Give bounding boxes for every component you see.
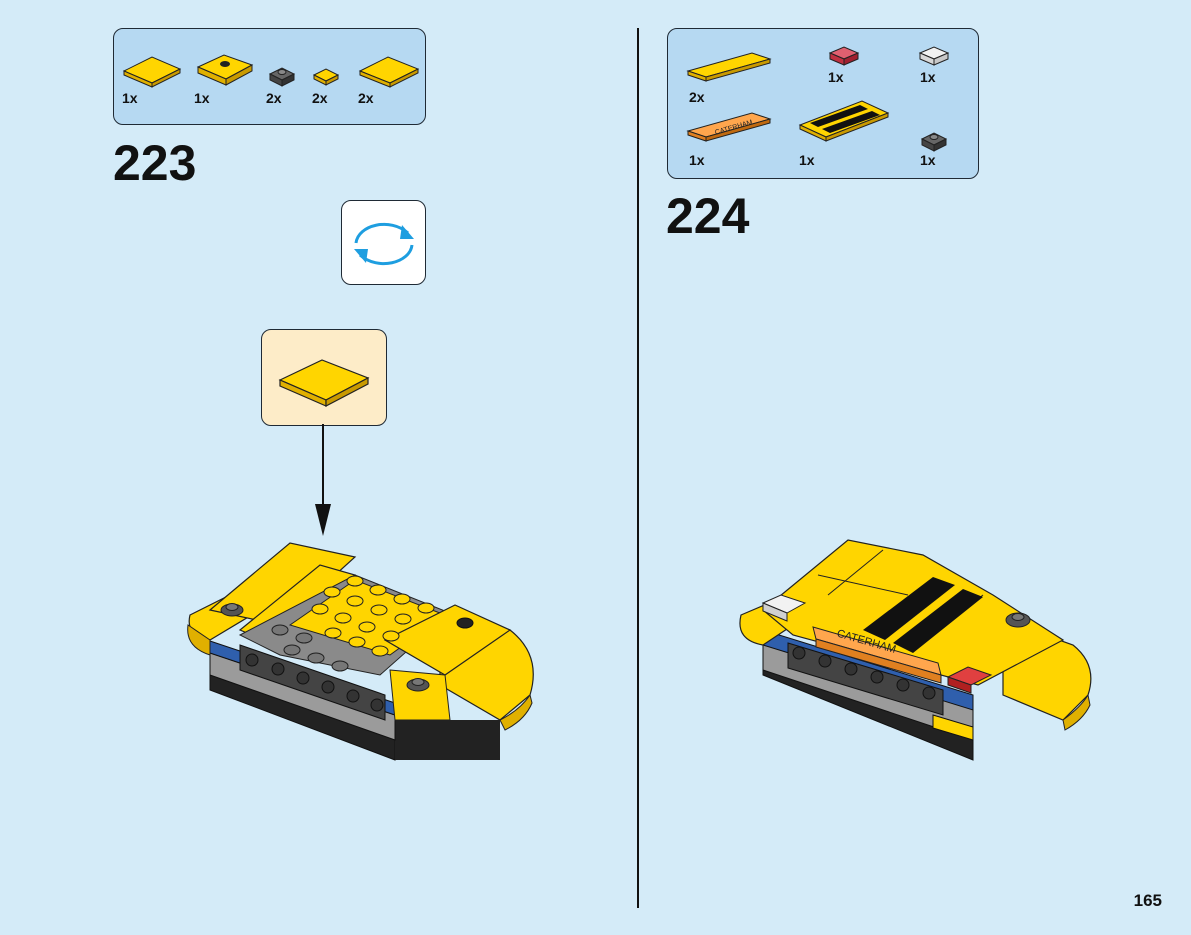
arrow-down-icon: [315, 424, 331, 536]
part-qty: 1x: [194, 90, 210, 106]
rotate-model-box: [341, 200, 426, 285]
part-tile-1x1-trans-clear: [918, 46, 950, 66]
part-qty: 1x: [689, 152, 705, 168]
part-round-plate-dark-grey: [920, 132, 948, 152]
part-qty: 1x: [828, 69, 844, 85]
part-tile-1x4-yellow: [686, 52, 772, 82]
part-qty: 1x: [920, 152, 936, 168]
part-round-plate-dark-grey: [268, 67, 296, 87]
part-qty: 1x: [799, 152, 815, 168]
rotate-model-icon: [354, 222, 414, 266]
part-tile-2x4-racing-stripes: [798, 100, 890, 142]
part-tile-1x4-caterham: CATERHAM: [686, 112, 772, 142]
part-qty: 2x: [266, 90, 282, 106]
callout-tile-2x2-yellow: [278, 359, 370, 407]
parts-list-step-224: CATERHAM: [667, 28, 979, 179]
part-tile-1x1-trans-red: [828, 46, 860, 66]
part-qty: 2x: [689, 89, 705, 105]
part-tile-2x2-yellow: [122, 56, 182, 88]
model-assembly-step-224: CATERHAM: [739, 539, 1092, 761]
part-qty: 1x: [920, 69, 936, 85]
step-number-223: 223: [113, 135, 197, 191]
page-divider: [637, 28, 639, 908]
part-tile-1x1-yellow: [312, 68, 340, 86]
callout-new-part: [261, 329, 387, 426]
parts-list-step-223: [113, 28, 426, 125]
part-qty: 2x: [358, 90, 374, 106]
model-assembly-step-223: [187, 542, 534, 761]
page-number: 165: [1133, 891, 1162, 910]
part-plate-jumper-yellow: [196, 54, 254, 86]
part-tile-2x2-yellow-b: [358, 56, 420, 88]
part-qty: 2x: [312, 90, 328, 106]
part-qty: 1x: [122, 90, 138, 106]
step-number-224: 224: [666, 188, 750, 244]
